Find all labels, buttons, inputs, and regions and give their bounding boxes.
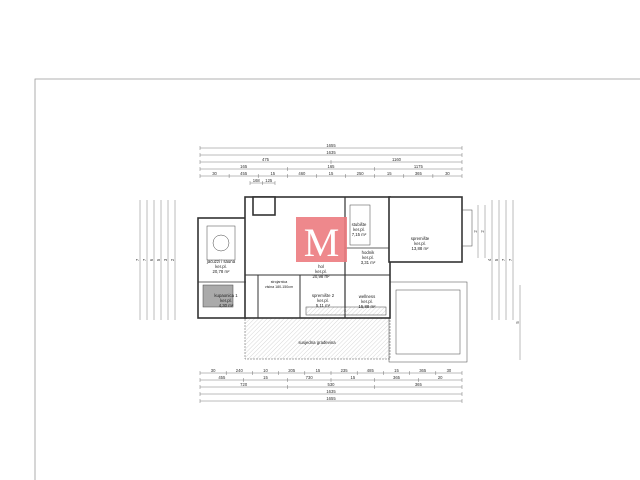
dimension-label: 455	[218, 375, 226, 380]
dimension-label: 365	[415, 171, 423, 176]
room-floor: ker.pl.	[317, 298, 328, 303]
room-area: 5,11 m²	[316, 303, 331, 308]
dimension-label: 7	[142, 258, 147, 261]
dimension-label: 2	[480, 230, 485, 233]
dimension-label: 460	[298, 171, 306, 176]
room-name: kupaonica 1	[214, 293, 238, 298]
watermark-logo-letter: M	[304, 220, 340, 265]
room-area: 3,31 m²	[361, 260, 376, 265]
dimension-label: 20	[438, 375, 443, 380]
dimension-label: 6	[149, 258, 154, 261]
dimension-label: 165	[240, 164, 248, 169]
dimension-label: 7	[135, 258, 140, 261]
room-floor: ker.pl.	[414, 241, 425, 246]
room-area: 13,88 m²	[412, 246, 430, 251]
dimension-label: 235	[341, 368, 349, 373]
watermark-logo	[296, 217, 347, 262]
room-floor: ker.pl.	[220, 298, 231, 303]
dimension-label: 1160	[392, 157, 402, 162]
dimension-label: 1655	[326, 396, 336, 401]
dimension-label: 125	[265, 178, 273, 183]
dimension-label: 240	[236, 368, 244, 373]
dimension-label: 10	[263, 368, 268, 373]
dimension-label: 15	[316, 368, 321, 373]
room-floor: ker.pl.	[353, 227, 364, 232]
room-area: 20,98 m²	[313, 274, 331, 279]
dimension-label: 1175	[414, 164, 424, 169]
room-area: 4,30 m²	[219, 303, 234, 308]
room-name: spremište	[411, 236, 430, 241]
room-name: stubište	[352, 222, 367, 227]
dimension-label: 30	[211, 368, 216, 373]
dimension-label: 2	[473, 230, 478, 233]
room-name: hodnik	[362, 250, 376, 255]
dimension-label: 5	[156, 258, 161, 261]
service-room-name: strojarnica	[271, 280, 288, 284]
room-name: wellness	[359, 294, 375, 299]
dimension-label: 485	[367, 368, 375, 373]
dimension-label: 2	[170, 258, 175, 261]
dimension-label: 15	[350, 375, 355, 380]
dimension-label: 7	[501, 258, 506, 261]
dimension-label: 365	[419, 368, 427, 373]
neighbor-building	[244, 317, 391, 360]
room-area: 7,15 m²	[352, 232, 367, 237]
dimension-label: 15	[329, 171, 334, 176]
dimension-label: 1655	[326, 143, 336, 148]
dimension-label: 168	[253, 178, 261, 183]
dimension-label: 1635	[326, 389, 336, 394]
dimension-label: 455	[240, 171, 248, 176]
dimension-label: 5	[515, 321, 520, 324]
dimension-label: 30	[212, 171, 217, 176]
dimension-label: 475	[262, 157, 270, 162]
dimension-label: 165	[328, 164, 336, 169]
dimension-label: 205	[288, 368, 296, 373]
dimension-label: 7	[508, 258, 513, 261]
room-floor: ker.pl.	[315, 269, 326, 274]
dimension-label: 530	[328, 382, 336, 387]
room-area: 20,78 m²	[213, 269, 231, 274]
dimension-label: 720	[240, 382, 248, 387]
dimension-label: 5	[494, 258, 499, 261]
pool-outline	[388, 281, 468, 363]
service-room-note: visina 180-150cm	[265, 285, 293, 289]
dimension-label: 15	[263, 375, 268, 380]
dimension-label: 15	[270, 171, 275, 176]
room-name: jacuzzi i sauna	[206, 259, 236, 264]
sheet-frame	[34, 78, 640, 480]
dimension-label: 365	[393, 375, 401, 380]
dimension-label: 730	[306, 375, 314, 380]
dimension-label: 365	[415, 382, 423, 387]
dimension-label: 30	[447, 368, 452, 373]
dimension-label: 4	[487, 258, 492, 261]
room-name: spremište 2	[312, 293, 335, 298]
dimension-label: 250	[357, 171, 365, 176]
dimension-label: 3	[163, 258, 168, 261]
dimension-label: 15	[387, 171, 392, 176]
dimension-label: 30	[445, 171, 450, 176]
dimension-label: 1635	[326, 150, 336, 155]
dimension-label: 15	[394, 368, 399, 373]
room-name: hol	[318, 264, 324, 269]
room-floor: ker.pl.	[215, 264, 226, 269]
room-floor: ker.pl.	[362, 255, 373, 260]
pool-inner	[395, 289, 461, 355]
neighbor-label: susjedna građevina	[298, 340, 336, 345]
room-area: 15,88 m²	[359, 304, 377, 309]
room-floor: ker.pl.	[361, 299, 372, 304]
